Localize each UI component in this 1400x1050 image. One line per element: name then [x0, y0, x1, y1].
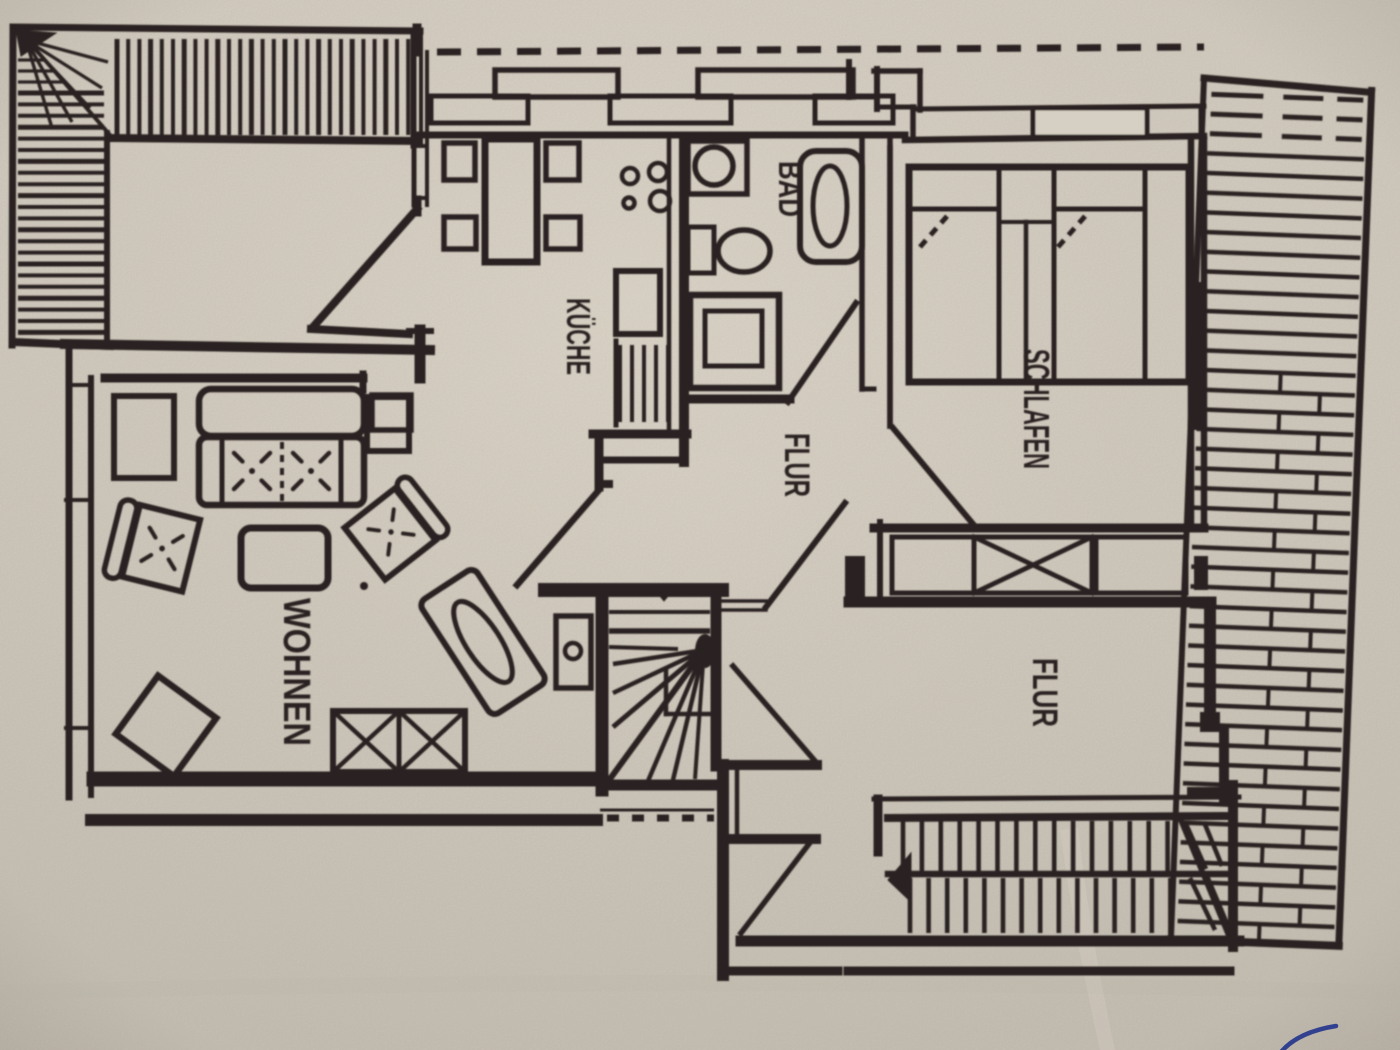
svg-text:SCHLAFEN: SCHLAFEN — [1016, 349, 1057, 469]
svg-text:WOHNEN: WOHNEN — [275, 598, 317, 746]
svg-text:KÜCHE: KÜCHE — [560, 298, 597, 375]
svg-text:FLUR: FLUR — [1025, 658, 1064, 727]
svg-text:BAD: BAD — [772, 161, 808, 217]
svg-text:FLUR: FLUR — [777, 433, 816, 497]
